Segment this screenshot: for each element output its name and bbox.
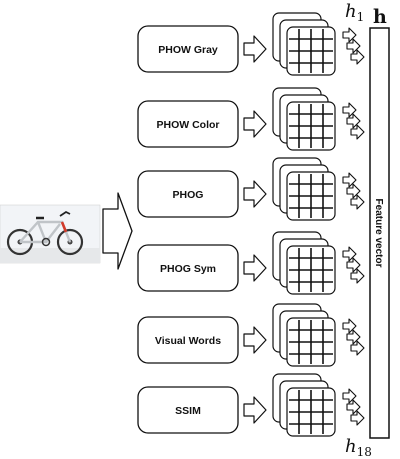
output-arrows (342, 27, 365, 65)
feature-label: PHOG Sym (160, 263, 216, 275)
bicycle-icon (6, 210, 84, 256)
histogram-grid (289, 104, 333, 148)
feature-arrow (243, 35, 267, 63)
histogram-grid (289, 320, 333, 364)
feature-label: PHOW Color (157, 119, 220, 131)
feature-row: PHOW Gray (137, 12, 365, 76)
histogram-grid (289, 174, 333, 218)
feature-vector-bar (369, 27, 390, 439)
feature-box (137, 316, 239, 364)
histogram-grid (289, 390, 333, 434)
feature-row: SSIM (137, 373, 365, 437)
feature-label: Visual Words (155, 335, 221, 347)
output-arrow (350, 410, 365, 426)
feature-label: PHOG (173, 189, 204, 201)
output-arrow (350, 194, 365, 210)
output-arrow (350, 340, 365, 356)
output-arrows (342, 102, 365, 140)
histogram-stack (272, 231, 336, 295)
output-arrow (346, 183, 361, 199)
output-arrow (346, 257, 361, 273)
output-arrow (342, 318, 357, 334)
histogram-stack (272, 12, 336, 76)
histogram-stack (272, 373, 336, 437)
output-arrow (346, 113, 361, 129)
feature-row: Visual Words (137, 303, 365, 367)
feature-row: PHOW Color (137, 87, 365, 151)
feature-box (137, 100, 239, 148)
feature-arrow (243, 254, 267, 282)
feature-box (137, 25, 239, 73)
output-arrow (350, 49, 365, 65)
feature-arrow (243, 180, 267, 208)
output-arrow (346, 38, 361, 54)
feature-arrow (243, 396, 267, 424)
feature-label: SSIM (175, 405, 201, 417)
feature-vector-label: Feature vector (373, 199, 384, 268)
output-arrow (342, 388, 357, 404)
h-top-label: h1 (345, 1, 364, 24)
histogram-stack (272, 303, 336, 367)
feature-vector-symbol: h (373, 6, 387, 28)
histogram-grid (289, 248, 333, 292)
output-arrow (342, 172, 357, 188)
histogram-grid (289, 29, 333, 73)
output-arrow (346, 399, 361, 415)
output-arrow (350, 124, 365, 140)
output-arrow (342, 246, 357, 262)
output-arrows (342, 246, 365, 284)
histogram-stack (272, 87, 336, 151)
output-arrow (342, 27, 357, 43)
output-arrows (342, 172, 365, 210)
feature-arrow (243, 326, 267, 354)
histogram-stack (272, 157, 336, 221)
feature-label: PHOW Gray (158, 44, 218, 56)
input-arrow (102, 192, 133, 270)
feature-box (137, 170, 239, 218)
output-arrows (342, 318, 365, 356)
output-arrow (342, 102, 357, 118)
output-arrow (346, 329, 361, 345)
feature-arrow (243, 110, 267, 138)
feature-row: PHOG Sym (137, 231, 365, 295)
output-arrow (350, 268, 365, 284)
feature-vector: h Feature vector (369, 6, 390, 439)
h-bottom-label: h18 (345, 436, 372, 459)
output-arrows (342, 388, 365, 426)
input-image (0, 204, 101, 264)
feature-box (137, 386, 239, 434)
feature-row: PHOG (137, 157, 365, 221)
feature-box (137, 244, 239, 292)
